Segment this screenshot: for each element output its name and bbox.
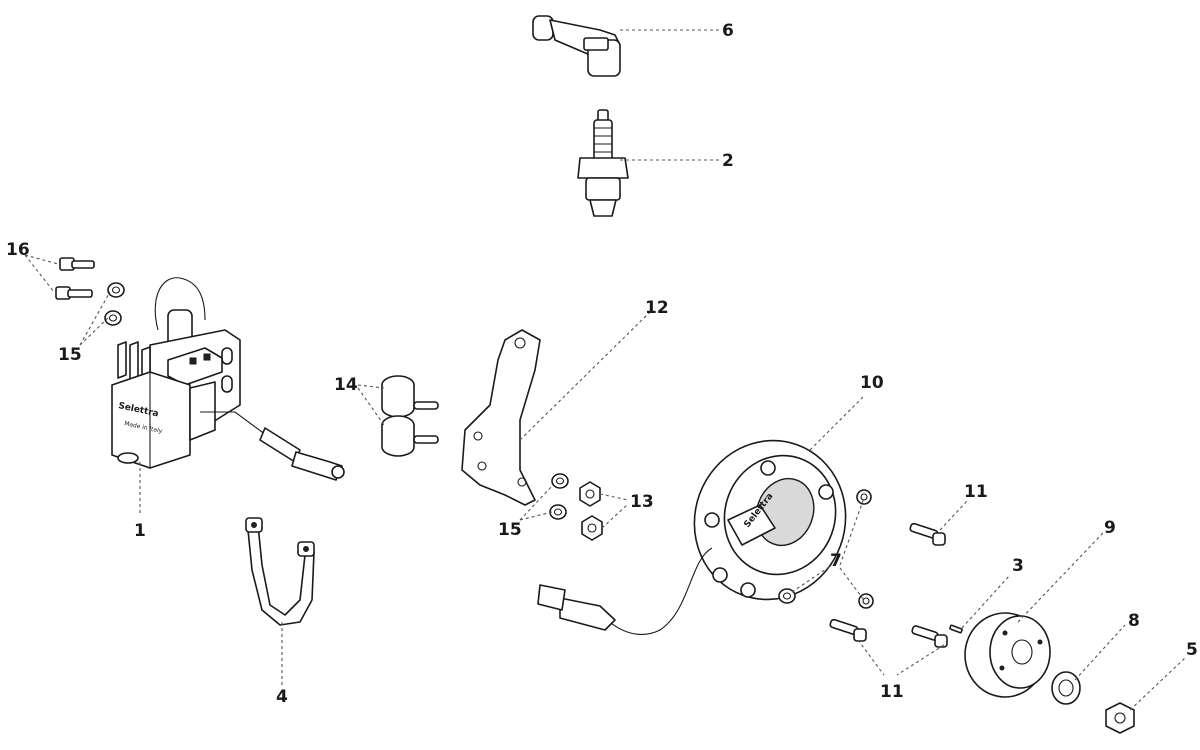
rotor-nut	[1105, 702, 1135, 734]
rubber-mounts	[381, 375, 439, 457]
ignition-coil: Selettra Made in Italy	[111, 277, 345, 481]
leader-12	[519, 311, 651, 441]
bracket-washers	[549, 473, 569, 520]
leader-10	[809, 394, 866, 451]
callout-15-left: 15	[58, 345, 82, 365]
coil-bolts	[55, 257, 95, 300]
leader-8	[1074, 624, 1126, 681]
leader-11b	[857, 639, 945, 676]
stator-screws	[829, 522, 948, 648]
coil-washers	[104, 282, 125, 326]
callout-4: 4	[276, 687, 288, 707]
callout-7: 7	[830, 551, 842, 571]
rotor	[964, 612, 1051, 698]
callout-1: 1	[134, 521, 146, 541]
callout-6: 6	[722, 21, 734, 41]
ht-lead-cable	[172, 16, 403, 313]
leader-11a	[939, 499, 969, 531]
callout-8: 8	[1128, 611, 1140, 631]
leader-14	[357, 384, 385, 426]
bracket-strap	[245, 517, 315, 626]
spark-plug	[577, 109, 629, 217]
leader-13	[599, 493, 629, 529]
spark-plug-cap	[532, 15, 621, 77]
woodruff-key	[949, 624, 963, 634]
callout-labels: 1 2 3 4 5 6 7 8 9 10 11 11 12 13 14 15 1…	[6, 21, 1198, 707]
callout-11-upper: 11	[964, 482, 988, 502]
leader-7	[791, 497, 865, 601]
stator-washers	[778, 489, 874, 609]
callout-10: 10	[860, 373, 884, 393]
leader-15b	[519, 484, 554, 521]
rotor-washer	[1051, 671, 1081, 705]
callout-16: 16	[6, 240, 30, 260]
callout-14: 14	[334, 375, 358, 395]
callout-15-center: 15	[498, 520, 522, 540]
callout-5: 5	[1186, 640, 1198, 660]
leader-9	[1017, 532, 1104, 623]
bracket-nuts	[579, 481, 603, 541]
leader-lines	[24, 29, 1186, 711]
callout-9: 9	[1104, 518, 1116, 538]
leader-15a	[79, 291, 111, 346]
callout-3: 3	[1012, 556, 1024, 576]
callout-2: 2	[722, 151, 734, 171]
callout-11-lower: 11	[880, 682, 904, 702]
stator: Selettra	[537, 439, 847, 635]
callout-13: 13	[630, 492, 654, 512]
callout-12: 12	[645, 298, 669, 318]
stator-bracket	[461, 329, 541, 506]
leader-16	[24, 254, 59, 293]
leader-5	[1129, 657, 1186, 711]
